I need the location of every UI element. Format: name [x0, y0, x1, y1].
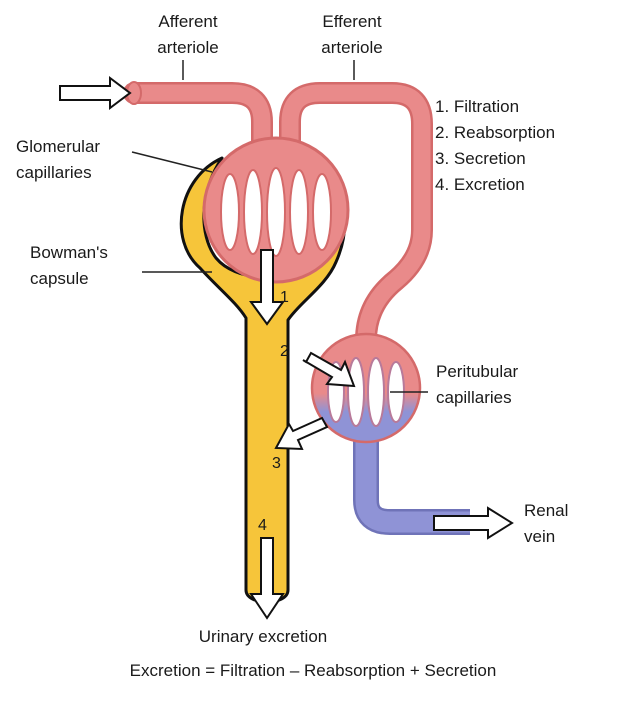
glomerular-label-line1: Glomerular [16, 137, 100, 156]
legend-item-4: 4. Excretion [435, 175, 525, 194]
bowman-label-line2: capsule [30, 269, 89, 288]
legend-item-1: 1. Filtration [435, 97, 519, 116]
renal-vein-label-line2: vein [524, 527, 555, 546]
legend-item-3: 3. Secretion [435, 149, 526, 168]
legend-item-2: 2. Reabsorption [435, 123, 555, 142]
efferent-label-line1: Efferent [322, 12, 382, 31]
bowman-label-line1: Bowman's [30, 243, 108, 262]
afferent-label-line1: Afferent [158, 12, 218, 31]
reabsorption-arrow [302, 351, 356, 388]
arteriole-vessels [123, 81, 433, 357]
efferent-label-line2: arteriole [321, 38, 382, 57]
renal-vein-arrow [433, 506, 514, 540]
excretion-equation: Excretion = Filtration – Reabsorption + … [130, 661, 497, 680]
glomerular-label-line2: capillaries [16, 163, 92, 182]
glomerulus [202, 136, 350, 284]
renal-vein-label-line1: Renal [524, 501, 568, 520]
excretion-arrow [249, 537, 285, 620]
secretion-arrow [274, 416, 329, 451]
peritubular-label-line1: Peritubular [436, 362, 519, 381]
afferent-label-line2: arteriole [157, 38, 218, 57]
flow-arrows [59, 76, 514, 620]
filtration-arrow [249, 249, 285, 326]
step-marker-3: 3 [272, 455, 281, 472]
step-marker-1: 1 [280, 289, 289, 306]
leader-lines [131, 60, 428, 393]
inflow-arrow [59, 76, 132, 110]
peritubular-label-line2: capillaries [436, 388, 512, 407]
step-marker-2: 2 [280, 343, 289, 360]
urinary-excretion-label: Urinary excretion [199, 627, 328, 646]
step-marker-4: 4 [258, 517, 267, 534]
